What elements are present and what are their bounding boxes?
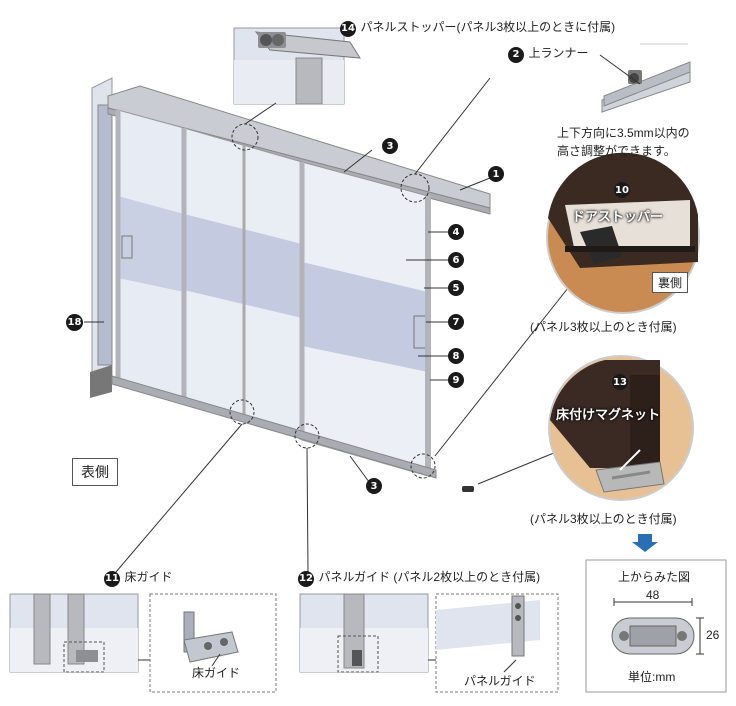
callout-panel-guide: 12 パネルガイド (パネル2枚以上のとき付属) <box>298 568 540 587</box>
badge-1: 1 <box>488 166 504 182</box>
top-view-height: 26 <box>706 628 720 642</box>
door-stopper-photo <box>546 152 700 314</box>
floor-magnet-photo <box>548 355 694 501</box>
upper-runner-label: 上ランナー <box>528 46 589 60</box>
front-side-label: 表側 <box>72 458 118 486</box>
badge-14: 14 <box>340 20 356 37</box>
panel-guide-detail-label: パネルガイド <box>464 674 536 688</box>
upper-runner-note-2: 高さ調整ができます。 <box>557 144 676 158</box>
callout-upper-runner: 2 上ランナー <box>508 44 588 63</box>
floor-magnet-label: 床付けマグネット <box>556 407 661 422</box>
door-stopper-note: (パネル3枚以上のとき付属) <box>530 320 677 334</box>
floor-guide-detail <box>149 593 277 693</box>
panel-guide-inset <box>299 593 436 673</box>
floor-magnet-note: (パネル3枚以上のとき付属) <box>530 512 677 526</box>
badge-3-top: 3 <box>382 138 398 154</box>
badge-6: 6 <box>448 252 464 268</box>
callout-floor-guide: 11 床ガイド <box>104 568 172 587</box>
panel-guide-detail <box>435 593 559 693</box>
badge-10: 10 <box>614 182 630 198</box>
badge-5: 5 <box>448 280 464 296</box>
panel-stopper-inset <box>233 27 361 105</box>
upper-runner-note-1: 上下方向に3.5mm以内の <box>557 126 690 140</box>
badge-3-bottom: 3 <box>366 478 382 494</box>
floor-guide-inset <box>9 593 150 673</box>
top-view-width: 48 <box>646 588 660 602</box>
floor-guide-label: 床ガイド <box>124 570 173 584</box>
top-view-title: 上からみた図 <box>618 570 691 584</box>
badge-4: 4 <box>448 224 464 240</box>
back-side-label: 裏側 <box>652 272 689 293</box>
upper-runner-inset <box>598 43 694 114</box>
door-stopper-label: ドアストッパー <box>572 209 664 224</box>
callout-panel-stopper: 14 パネルストッパー(パネル3枚以上のときに付属) <box>340 18 615 37</box>
panel-guide-label: パネルガイド (パネル2枚以上のとき付属) <box>318 570 541 584</box>
down-arrow-icon <box>632 534 658 552</box>
panel-stopper-label: パネルストッパー(パネル3枚以上のときに付属) <box>360 20 616 34</box>
badge-12: 12 <box>298 570 314 587</box>
badge-18: 18 <box>66 314 83 331</box>
badge-11: 11 <box>104 570 120 587</box>
badge-2: 2 <box>508 46 524 63</box>
badge-8: 8 <box>448 348 464 364</box>
top-view-diagram <box>585 559 727 693</box>
badge-9: 9 <box>448 372 464 388</box>
floor-guide-detail-label: 床ガイド <box>192 666 241 680</box>
badge-13: 13 <box>612 374 628 390</box>
top-view-unit: 単位:mm <box>628 670 676 684</box>
badge-7: 7 <box>448 314 464 330</box>
